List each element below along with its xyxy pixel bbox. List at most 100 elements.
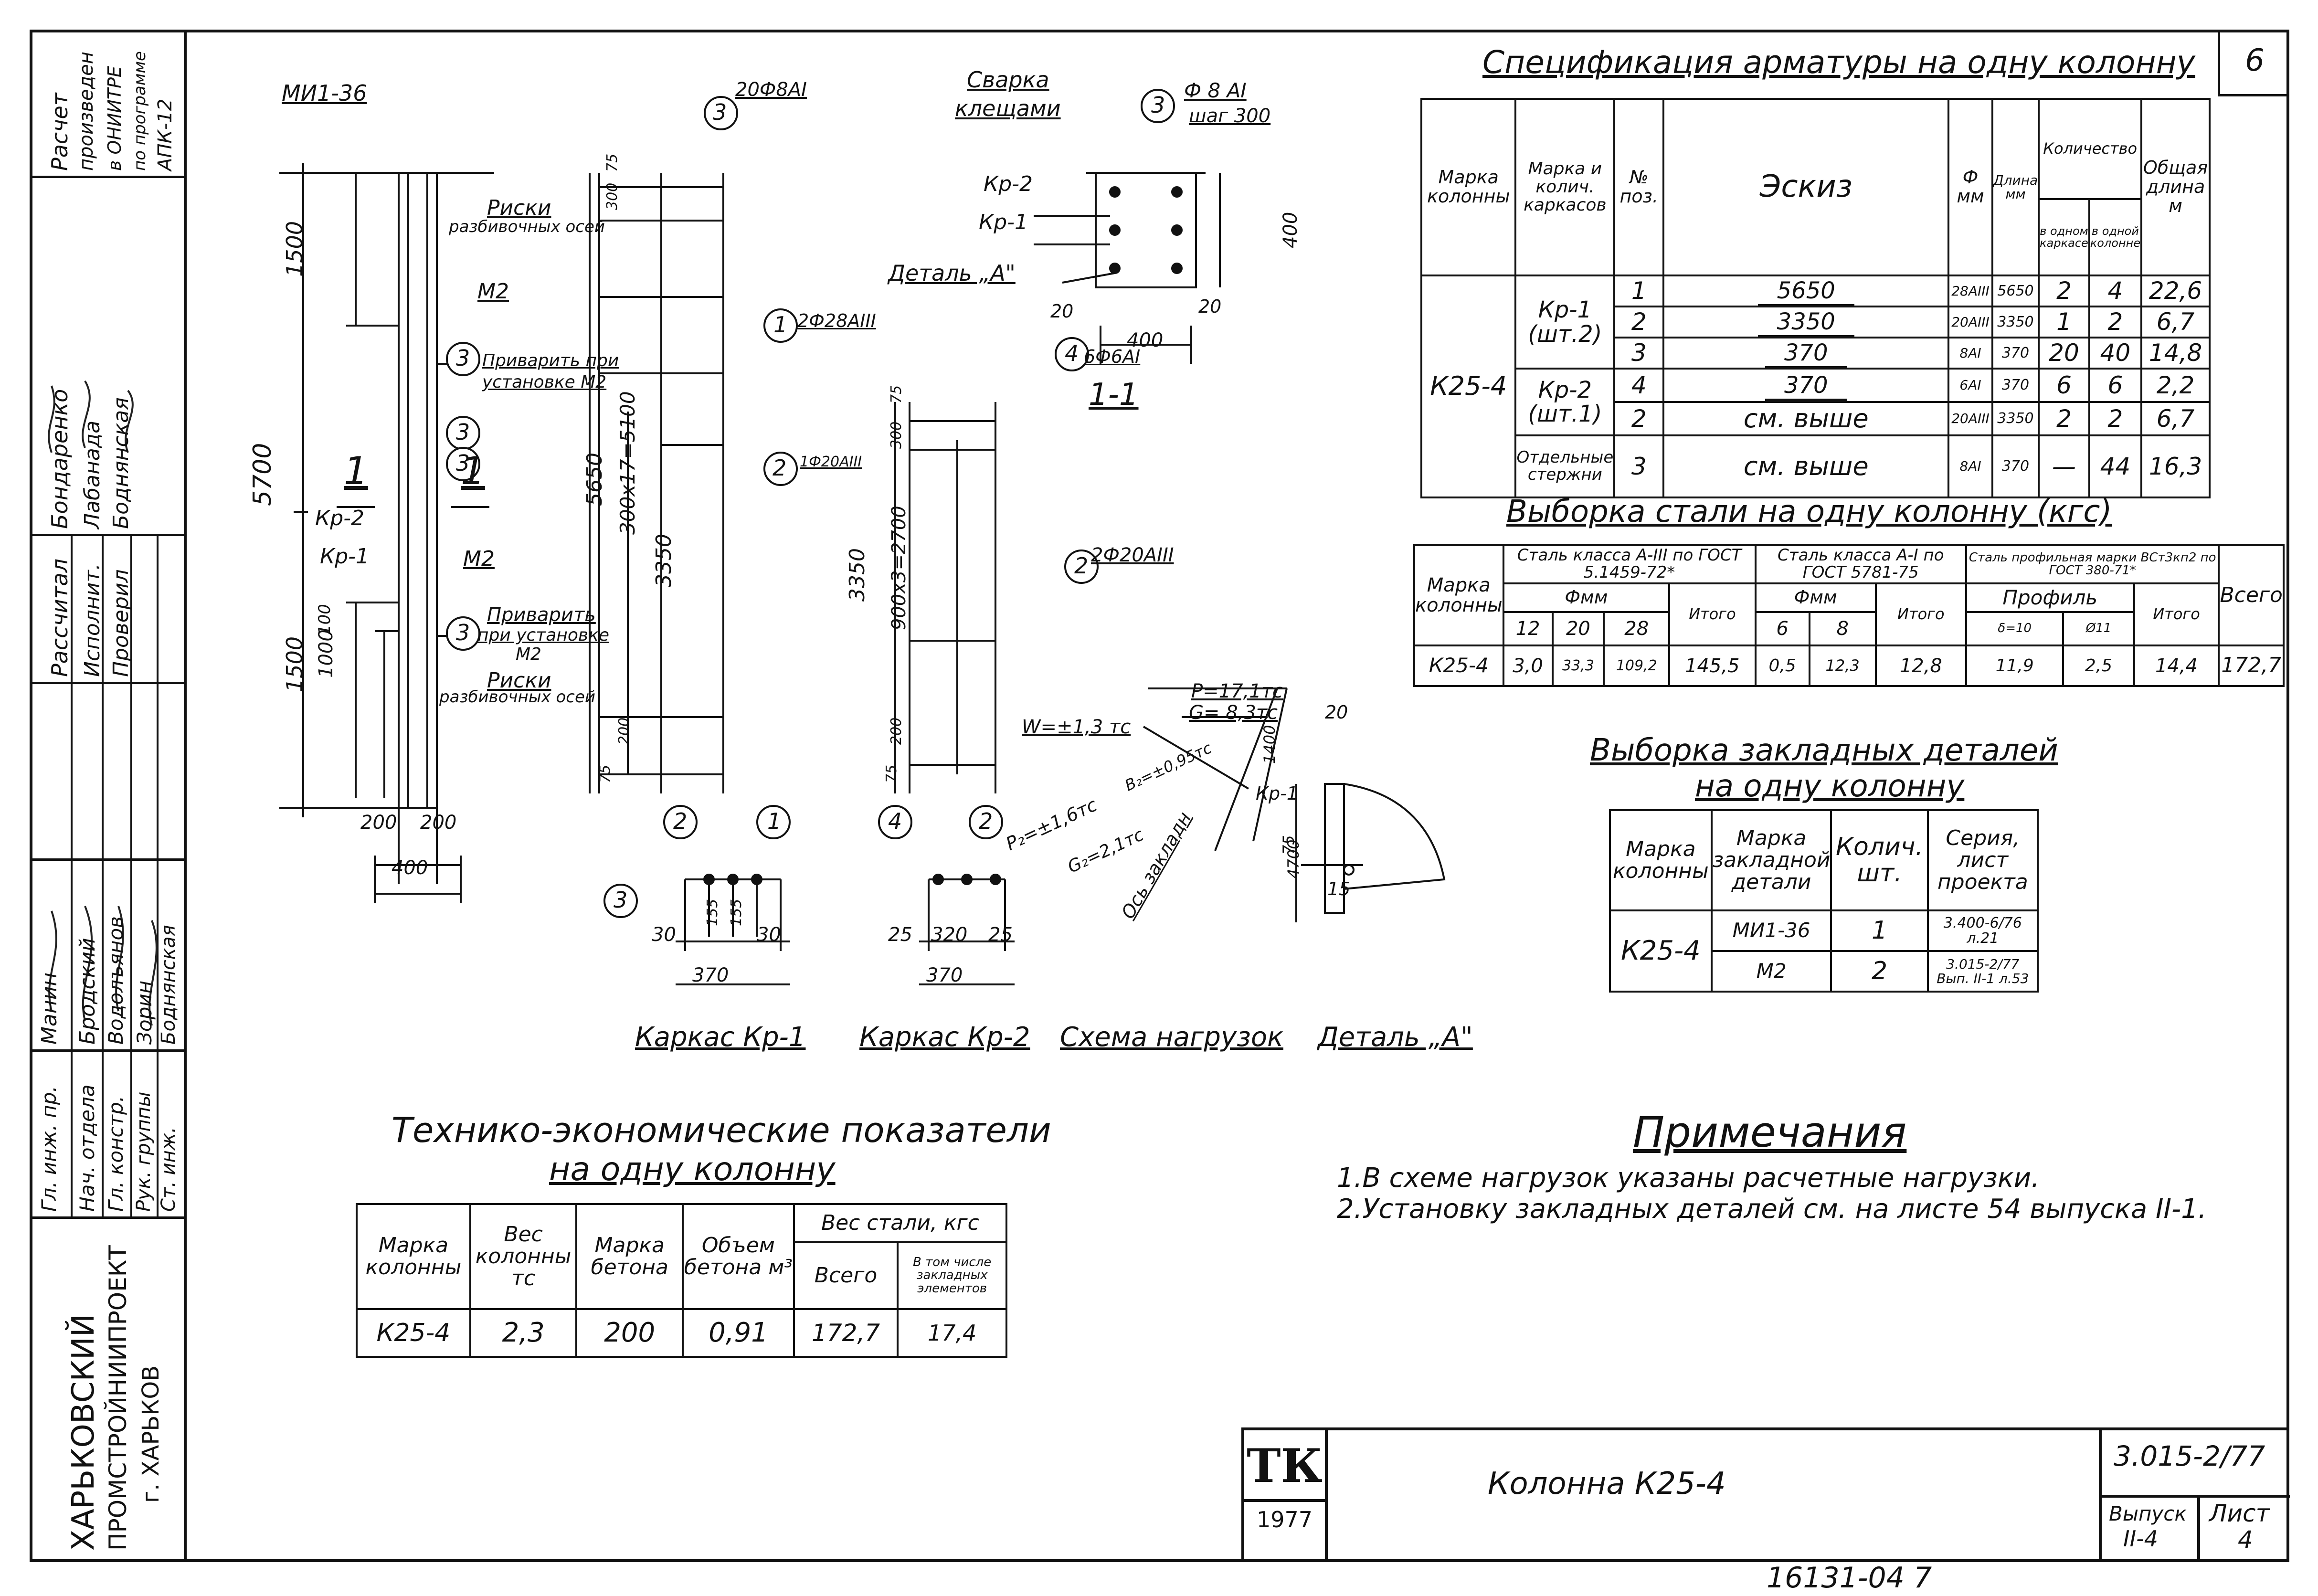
tech-cell: 17,4 [897,1308,1007,1358]
dim: 200 [616,717,633,745]
callout-num: 1 [767,808,782,834]
section-title: 1-1 [1089,377,1139,412]
role-name: Водолъянов [104,916,127,1045]
org-block: ХАРЬКОВСКИЙ ПРОМСТРОЙНИИПРОЕКТ г. ХАРЬКО… [32,1216,184,1559]
spec-header: № поз. [1613,98,1665,276]
org-line: ПРОМСТРОЙНИИПРОЕКТ [104,1245,132,1551]
spec-group: Отдельные стержни [1514,434,1616,498]
role-name: Лабанада [80,420,105,529]
spec-sketch: см. выше [1662,434,1950,498]
spec-header: Марка колонны [1420,98,1517,276]
role-name: Бондаренко [47,389,73,529]
dim: 75 [1280,835,1298,855]
callout-num: 3 [614,887,628,913]
dim: 370 [926,964,963,986]
dim: 200 [888,717,905,745]
dim-200: 200 [420,812,457,834]
section-step: шаг 300 [1189,105,1271,127]
steel-table: Марка колонны Сталь класса А-III по ГОСТ… [1413,544,2285,687]
steel-cell: 11,9 [1965,645,2064,687]
dim: 3350 [845,548,869,602]
spec-header: Длина мм [1991,98,2040,276]
dim: 300 [604,182,621,210]
dim: 155 [728,898,745,926]
tech-header: Вес стали, кгс [793,1203,1008,1243]
spec-len: 5650 [1991,275,2040,307]
dim-1500: 1500 [282,221,307,277]
kr1-label: Кр-1 [320,544,370,569]
role-title: Гл. констр. [104,1095,127,1212]
spec-sketch: 370 [1765,371,1847,401]
dim: 320 [931,924,968,946]
steel-header: Сталь класса А-III по ГОСТ 5.1459-72* [1502,544,1757,584]
steel-header: Итого [1668,582,1757,646]
embed-title-1: Выборка закладных деталей [1590,733,2058,768]
role-title: Ст. инж. [158,1127,180,1212]
spec-title: Спецификация арматуры на одну колонну [1482,44,2195,81]
spec-table: Марка колонны Марка и колич. каркасов № … [1420,98,2211,498]
callout-num: 2 [1074,553,1089,579]
role-title: Нач. отдела [75,1084,99,1212]
embed-title-2: на одну колонну [1695,769,1965,804]
svarka-2: клещами [955,95,1061,121]
section-mark: 1 [461,449,485,493]
spec-mark: К25-4 [1420,275,1517,498]
spec-group: Кр-1 (шт.2) [1514,275,1616,370]
dim: 75 [597,764,614,783]
embed-series: 3.400-6/76 л.21 [1926,909,2039,952]
riski-bot-1: Риски [487,668,551,693]
spec-pos: 3 [1613,337,1665,370]
callout-num: 3 [456,620,470,645]
tk-logo: ТК [1244,1430,1325,1502]
embed-table: Марка колонны Марка закладной детали Кол… [1609,809,2039,993]
spec-header: Марка и колич. каркасов [1514,98,1616,276]
callout-num: 4 [888,808,902,834]
callout-num: 1 [773,312,788,338]
steel-cell: 12,3 [1808,645,1877,687]
spec-d: 8АI [1948,337,1993,370]
steel-header: Всего [2218,544,2285,646]
spec-pos: 1 [1613,275,1665,307]
stamp-title: Колонна К25-4 [1488,1466,1726,1501]
spec-total: 22,6 [2140,275,2211,307]
stamp-sheet-label: Лист [2209,1500,2270,1527]
note-item: 1.В схеме нагрузок указаны расчетные наг… [1337,1163,2040,1194]
signature-marks [48,906,158,1026]
spec-total: 6,7 [2140,401,2211,436]
embed-name: МИ1-36 [1710,909,1832,952]
spec-header: в одной колонне [2088,198,2143,276]
callout-num: 3 [456,450,470,476]
spec-n2: 2 [2088,401,2143,436]
steel-header: Сталь класса А-I по ГОСТ 5781-75 [1754,544,1967,584]
steel-header: Фмм [1754,582,1877,613]
spec-pos: 2 [1613,306,1665,338]
steel-title: Выборка стали на одну колонну (кгс) [1506,494,2112,529]
callout-num: 3 [713,99,727,125]
kr1-label: Кр-1 [1256,783,1298,804]
dim: 300х17=5100 [616,391,639,535]
stamp-series: 3.015-2/77 [2114,1440,2265,1472]
steel-sub: 6 [1754,611,1810,646]
note-item: 2.Установку закладных деталей см. на лис… [1337,1194,2207,1225]
role-title: Рассчитал [47,559,73,677]
tech-cell: К25-4 [356,1308,471,1358]
spec-d: 8АI [1948,434,1993,498]
spec-n2: 2 [2088,306,2143,338]
spec-sketch: 3350 [1757,308,1854,338]
spec-pos: 2 [1613,401,1665,436]
spec-pos: 3 [1613,434,1665,498]
notes-title: Примечания [1633,1108,1907,1157]
callout-num: 3 [456,345,470,371]
kr2-callout-4: 6Ф6АI [1084,346,1141,367]
dim: 20 [1198,296,1222,317]
tech-header: В том числе закладных элементов [897,1241,1007,1310]
tech-header: Объем бетона м³ [682,1203,795,1310]
spec-total: 16,3 [2140,434,2211,498]
m2-label: М2 [463,547,495,571]
signature-marks [48,380,134,453]
steel-cell: 14,4 [2133,645,2220,687]
steel-cell: 172,7 [2218,645,2285,687]
spec-len: 3350 [1991,401,2040,436]
dim: 25 [988,924,1013,946]
spec-n1: 2 [2038,275,2090,307]
